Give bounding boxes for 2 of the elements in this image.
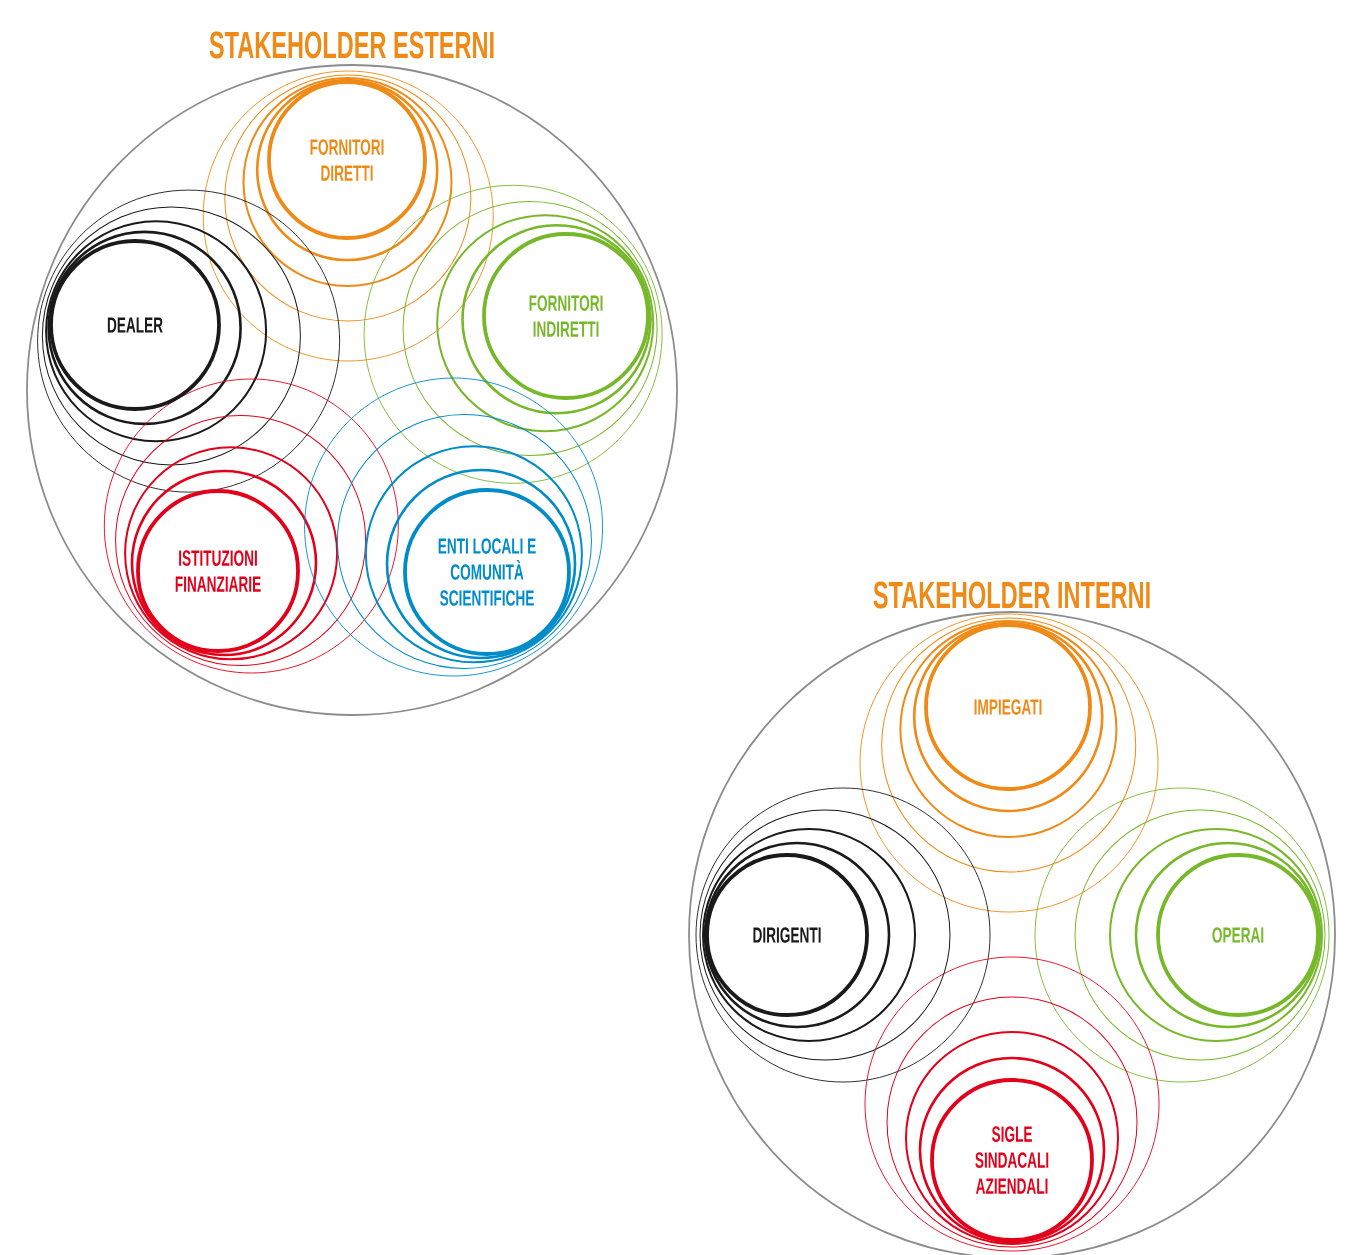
heading: STAKEHOLDER INTERNI [873,581,1150,609]
heading: STAKEHOLDER ESTERNI [209,31,494,59]
